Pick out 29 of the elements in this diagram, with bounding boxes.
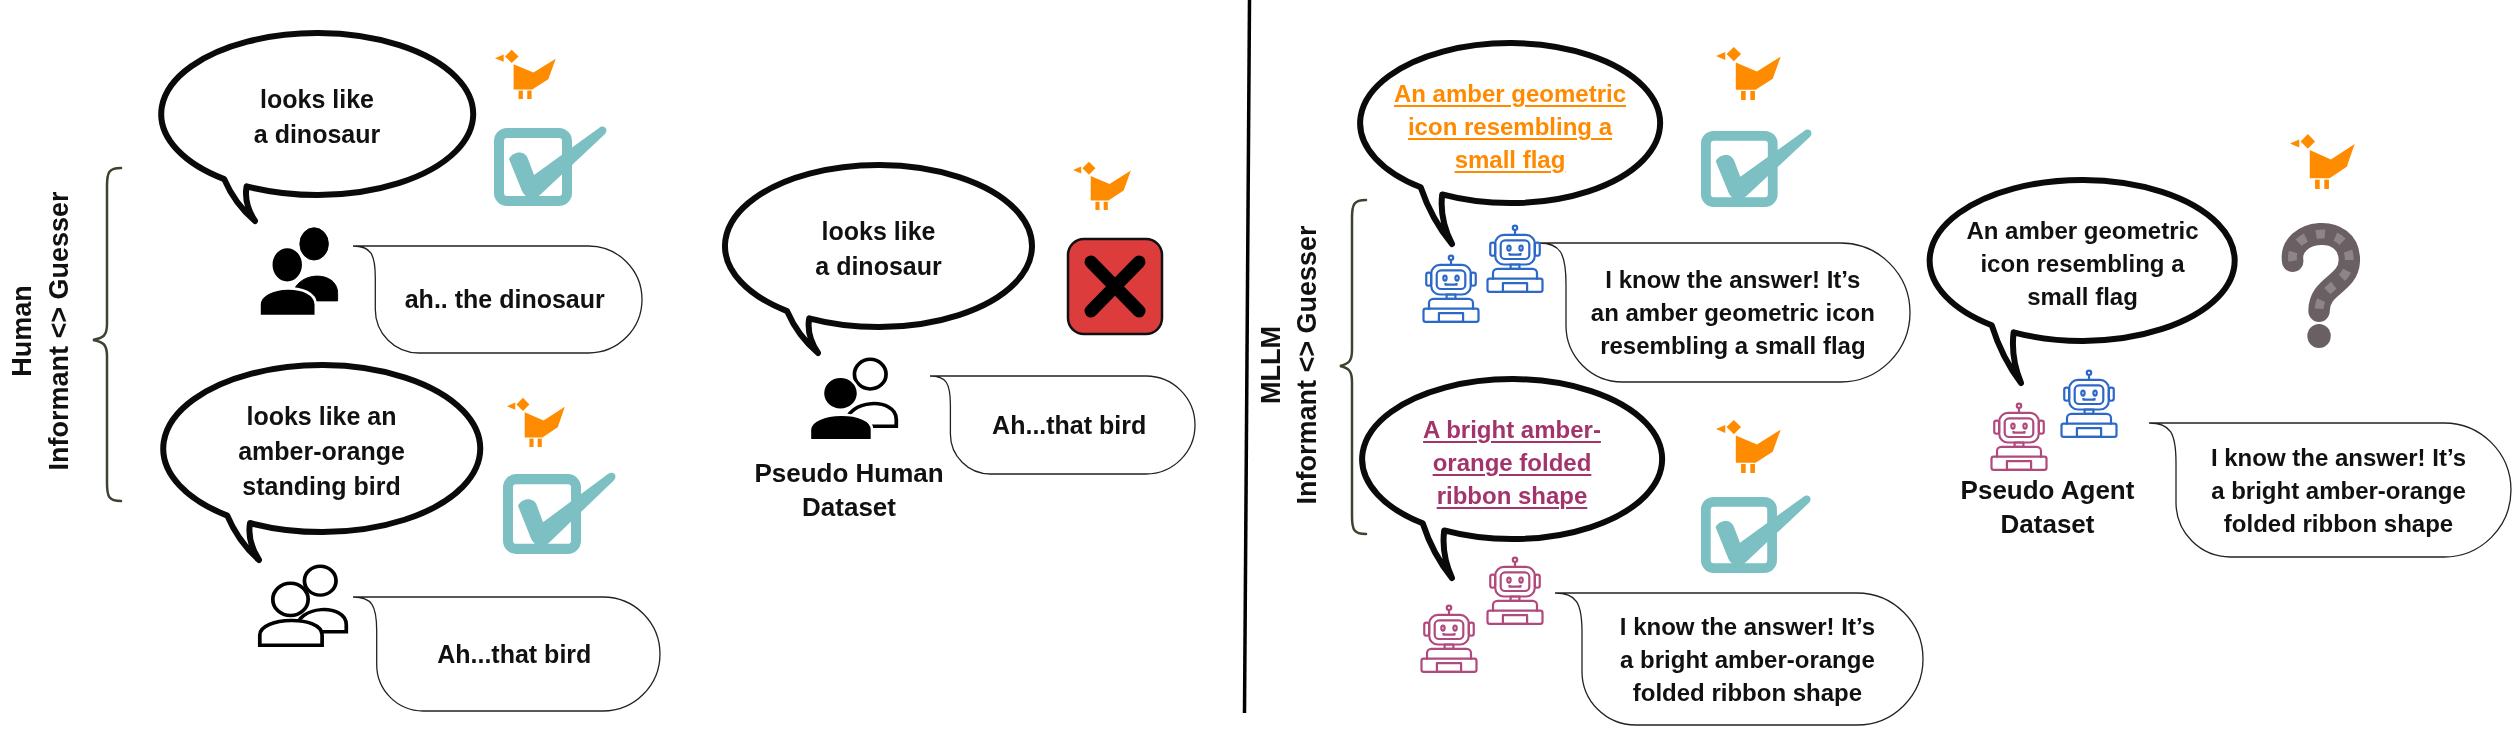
- side-label: MLLM: [1255, 326, 1287, 404]
- bubble-text: A bright amber-orange folded ribbon shape: [1422, 414, 1602, 511]
- side-label: Informant <> Guesser: [1291, 225, 1323, 505]
- reply-bubble: [1538, 242, 1911, 383]
- bubble-text: An amber geometric icon resembling a small flag: [1392, 78, 1628, 175]
- reply-bubble: [1554, 592, 1924, 726]
- reply-bubble: [352, 596, 661, 712]
- bubble-text: ah.. the dinosaur: [404, 284, 605, 315]
- speech-bubble: [1356, 40, 1664, 248]
- speech-bubble: [157, 30, 477, 225]
- speech-bubble: [1926, 177, 2239, 387]
- bubble-text: looks like a dinosaur: [814, 216, 943, 282]
- bubble-text: looks like an amber-orange standing bird: [237, 401, 406, 502]
- side-label: Informant <> Guesser: [43, 191, 75, 471]
- dataset-label: Pseudo Agent Dataset: [1959, 474, 2136, 541]
- bubble-text: looks like a dinosaur: [252, 84, 382, 150]
- speech-bubble: [1358, 376, 1666, 582]
- bubble-text: Ah...that bird: [437, 638, 592, 670]
- bubble-text: Ah...that bird: [992, 409, 1147, 441]
- reply-bubble: [352, 245, 643, 354]
- bubble-text: I know the answer! It’s a bright amber-orange folded ribbon shape: [2209, 442, 2468, 539]
- bubble-text: I know the answer! It’s a bright amber-orange folded ribbon shape: [1618, 611, 1876, 708]
- bubble-text: An amber geometric icon resembling a small flag: [1965, 216, 2200, 312]
- reply-bubble: [2148, 422, 2512, 558]
- speech-bubble: [721, 162, 1036, 357]
- dataset-label: Pseudo Human Dataset: [753, 457, 945, 524]
- side-label: Human: [6, 285, 38, 377]
- speech-bubble: [159, 362, 484, 564]
- bubble-text: I know the answer! It’s an amber geometric icon resembling a small flag: [1589, 265, 1876, 361]
